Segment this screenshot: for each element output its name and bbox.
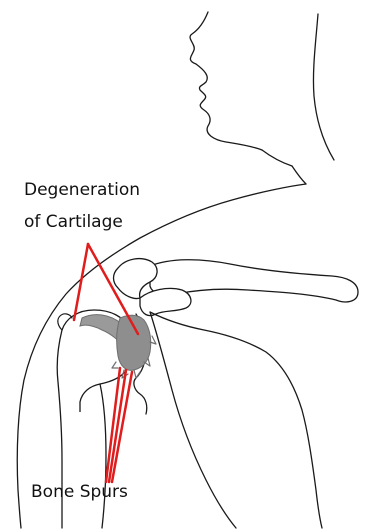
coracoid-process bbox=[140, 288, 191, 315]
face-profile-outline bbox=[190, 12, 262, 150]
label-of-cartilage: of Cartilage bbox=[24, 212, 123, 233]
label-bone-spurs: Bone Spurs bbox=[31, 482, 128, 503]
neck-front-outline bbox=[292, 166, 306, 184]
scapula-bone bbox=[150, 312, 322, 528]
neck-back-outline bbox=[313, 14, 334, 160]
cartilage-glenoid-surface bbox=[117, 315, 151, 370]
label-degeneration: Degeneration bbox=[24, 180, 140, 201]
pointer-line-cartilage-humeral bbox=[74, 244, 88, 320]
shoulder-outer-outline bbox=[17, 184, 306, 528]
jaw-outline bbox=[262, 150, 292, 166]
